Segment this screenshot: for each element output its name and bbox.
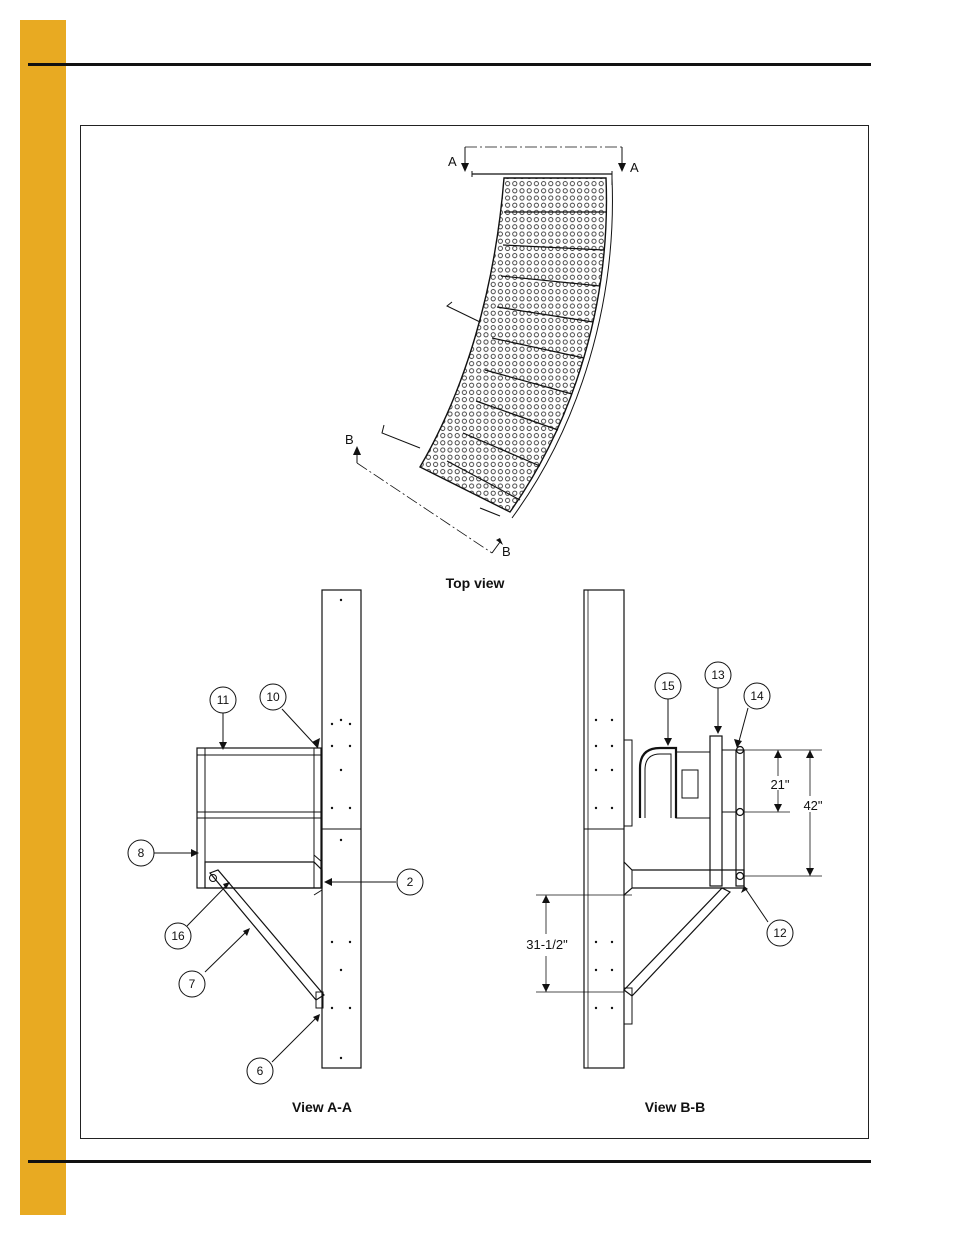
section-label-a-left: A <box>448 154 457 169</box>
dimension-42: 42" <box>803 798 822 813</box>
view-a-platform <box>204 861 323 889</box>
view-b-handrail <box>735 749 745 887</box>
curved-stair-treads <box>419 177 608 513</box>
view-b-leaders <box>667 688 769 923</box>
view-b-stringer-holes <box>594 718 614 1010</box>
view-b-b: 21" 42" 31-1/2" 15 13 14 12 View B <box>526 589 823 1115</box>
callout-6: 6 <box>257 1064 264 1078</box>
view-b-gate <box>638 746 678 818</box>
section-label-b-bottom: B <box>502 544 511 559</box>
view-a-stringer-holes <box>330 598 352 1060</box>
view-b-callout-circles <box>654 661 794 947</box>
view-b-diagonal-brace <box>623 887 731 997</box>
callout-2: 2 <box>407 875 414 889</box>
callout-14: 14 <box>750 689 764 703</box>
figure-frame <box>80 125 869 1139</box>
view-b-post <box>709 735 723 887</box>
section-label-a-right: A <box>630 160 639 175</box>
footer-rule <box>28 1160 871 1163</box>
section-arrowhead-b-bottom <box>496 538 503 545</box>
view-b-caption: View B-B <box>645 1099 705 1115</box>
dimension-31-1-2: 31-1/2" <box>526 937 568 952</box>
view-a-callout-circles <box>127 683 424 1085</box>
view-b-dimension-lines <box>536 749 822 993</box>
view-a-diagonal-brace <box>208 869 325 1001</box>
section-arrowhead-b-top <box>353 446 361 455</box>
view-a-leaders <box>154 708 396 1063</box>
view-a-a: 11 10 8 2 16 7 6 View A-A <box>127 589 424 1115</box>
section-line-b <box>356 462 493 554</box>
section-arrowhead-a-left <box>461 163 469 172</box>
callout-13: 13 <box>711 668 725 682</box>
callout-10: 10 <box>266 690 280 704</box>
rail-bracket-mid <box>446 301 481 323</box>
dimension-21: 21" <box>770 777 789 792</box>
outer-stringer <box>511 177 613 519</box>
top-view: A A B B Top <box>345 146 639 591</box>
section-color-tab <box>20 20 66 1215</box>
callout-11: 11 <box>217 693 230 707</box>
tread-lines <box>446 211 606 501</box>
section-arrowhead-a-right <box>618 163 626 172</box>
callout-8: 8 <box>138 846 145 860</box>
view-b-arrowheads <box>664 726 748 893</box>
callout-7: 7 <box>189 977 196 991</box>
callout-16: 16 <box>171 929 185 943</box>
section-label-b-top: B <box>345 432 354 447</box>
callout-12: 12 <box>773 926 787 940</box>
view-a-caption: View A-A <box>292 1099 352 1115</box>
view-a-arrowheads <box>191 738 332 1022</box>
header-rule <box>28 63 871 66</box>
top-view-caption: Top view <box>446 575 505 591</box>
rail-bracket-low <box>381 424 421 449</box>
view-b-dimension-arrows <box>542 750 814 992</box>
callout-15: 15 <box>661 679 675 693</box>
